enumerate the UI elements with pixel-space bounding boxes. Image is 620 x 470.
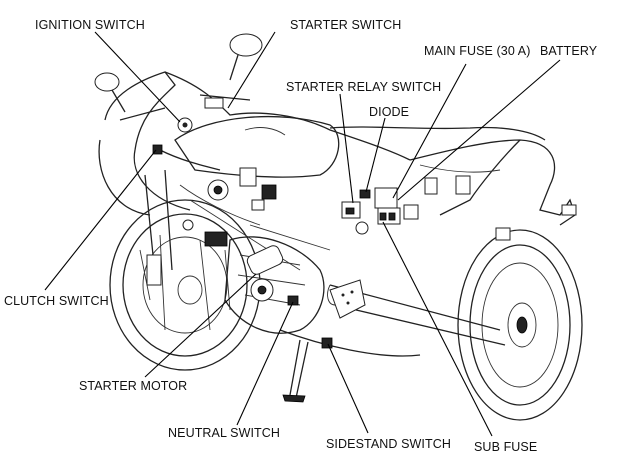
label-starter-switch: STARTER SWITCH bbox=[290, 18, 402, 32]
rear-wheel bbox=[457, 229, 583, 421]
label-battery: BATTERY bbox=[540, 44, 598, 58]
label-diode: DIODE bbox=[369, 105, 410, 119]
leader-lines bbox=[44, 31, 561, 437]
label-neutral-switch: NEUTRAL SWITCH bbox=[168, 426, 281, 440]
label-sidestand-switch: SIDESTAND SWITCH bbox=[326, 437, 451, 451]
label-sub-fuse: SUB FUSE bbox=[474, 440, 538, 454]
label-ignition-switch: IGNITION SWITCH bbox=[35, 18, 145, 32]
label-starter-motor: STARTER MOTOR bbox=[79, 379, 188, 393]
starter-motor-graphic bbox=[246, 245, 284, 302]
label-main-fuse: MAIN FUSE (30 A) bbox=[424, 44, 531, 58]
label-clutch-switch: CLUTCH SWITCH bbox=[4, 294, 109, 308]
label-starter-relay-switch: STARTER RELAY SWITCH bbox=[286, 80, 442, 94]
